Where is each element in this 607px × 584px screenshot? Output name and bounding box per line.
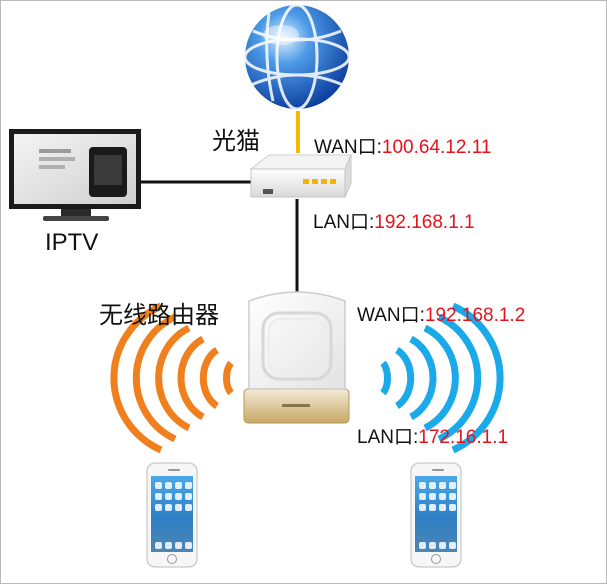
router-lan-prefix: LAN口:: [357, 427, 419, 448]
modem-wan-port: WAN口:100.64.12.11: [314, 132, 491, 159]
router-wan-prefix: WAN口:: [357, 305, 425, 326]
modem-wan-ip: 100.64.12.11: [381, 137, 492, 158]
router-lan-port: LAN口:172.16.1.1: [357, 422, 508, 449]
router-lan-ip: 172.16.1.1: [418, 427, 509, 448]
router-wan-port: WAN口:192.168.1.2: [357, 300, 525, 327]
modem-icon: [249, 154, 352, 198]
modem-lan-prefix: LAN口:: [313, 212, 375, 233]
modem-lan-ip: 192.168.1.1: [374, 212, 475, 233]
phone-icon: [410, 462, 462, 568]
modem-lan-port: LAN口:192.168.1.1: [313, 207, 475, 234]
router-label: 无线路由器: [99, 302, 219, 329]
phone-icon: [146, 462, 198, 568]
router-wan-ip: 192.168.1.2: [424, 305, 526, 326]
modem-wan-prefix: WAN口:: [314, 137, 382, 158]
globe-icon: [243, 3, 351, 111]
iptv-label: IPTV: [45, 229, 99, 256]
wifi-right-icon: [380, 302, 504, 454]
tv-icon: [9, 129, 141, 221]
modem-label: 光猫: [212, 128, 260, 155]
router-icon: [243, 291, 350, 424]
wifi-left-icon: [110, 302, 234, 454]
